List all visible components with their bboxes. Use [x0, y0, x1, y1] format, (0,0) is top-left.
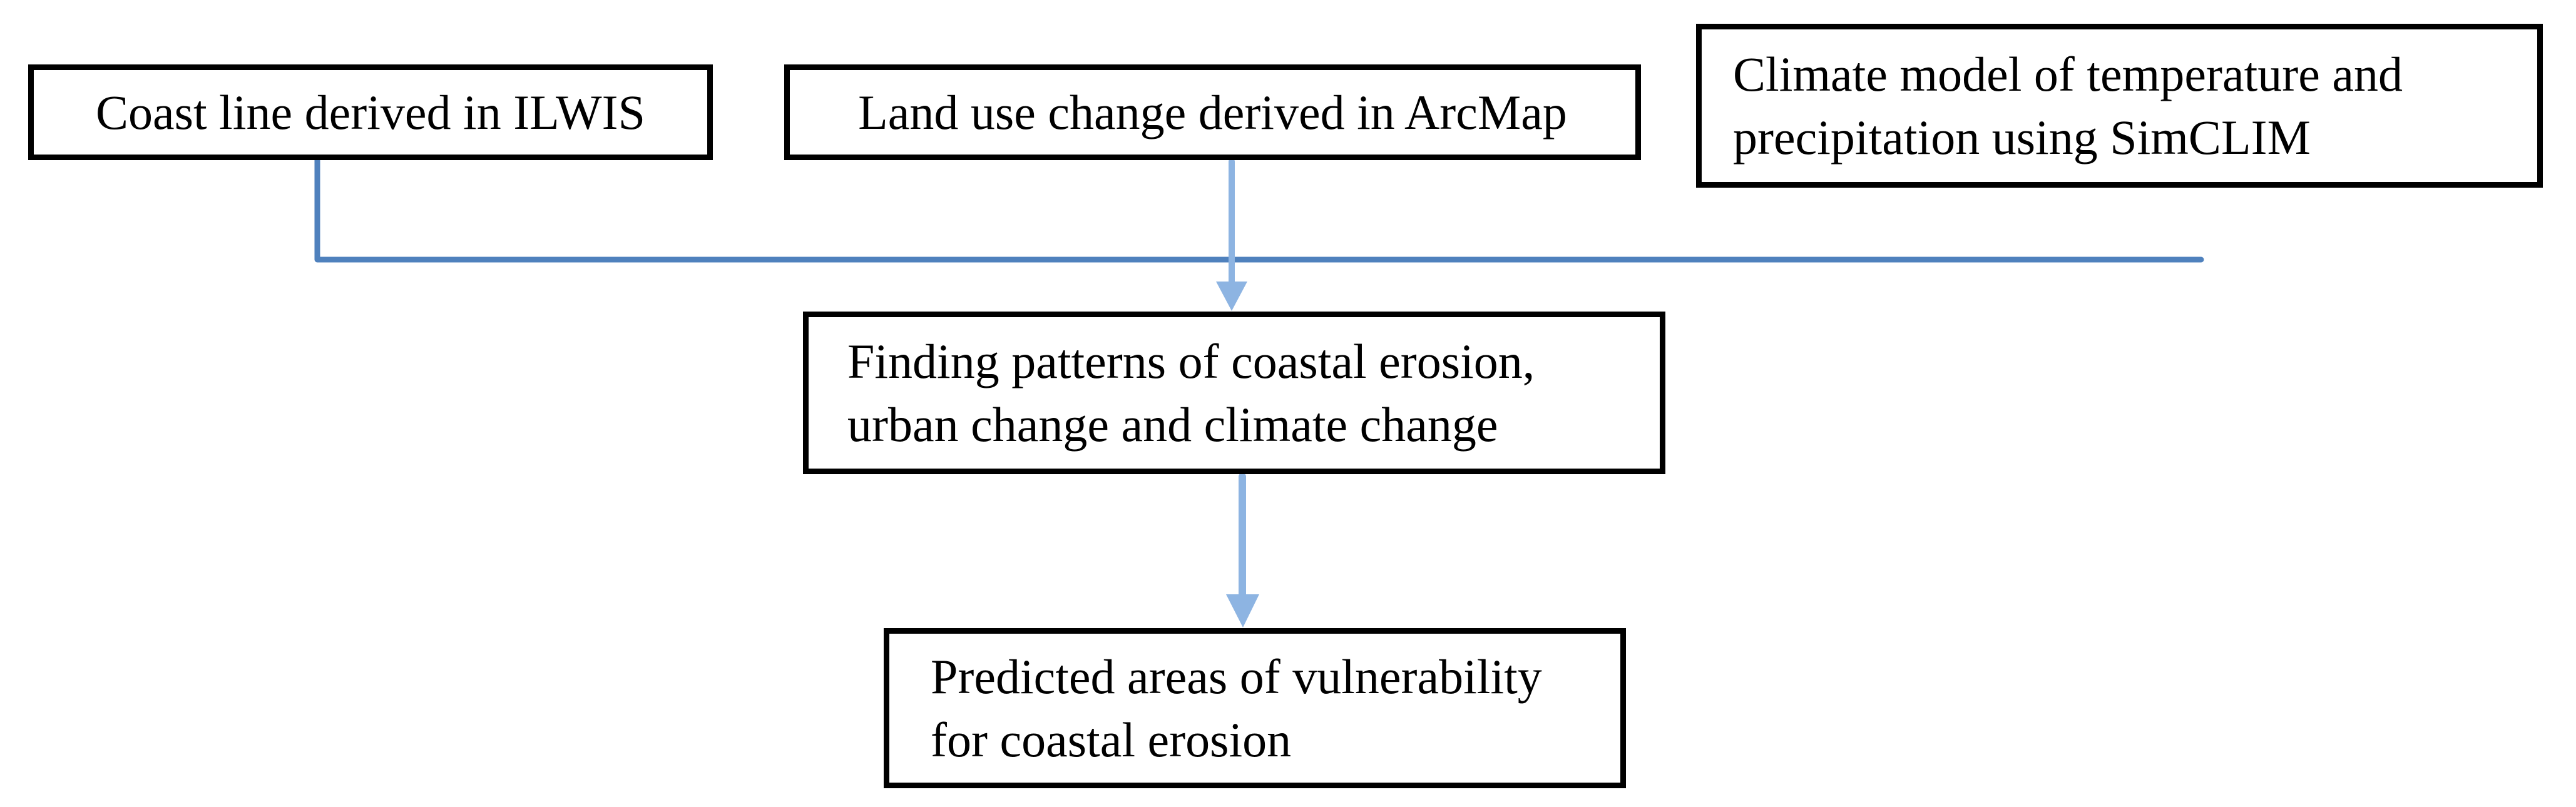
flow-node-landuse-arcmap: Land use change derived in ArcMap: [784, 64, 1641, 160]
flow-node-climate-simclim: Climate model of temperature and precipi…: [1696, 24, 2543, 188]
arrowhead-down-icon: [1226, 594, 1259, 627]
flow-node-coastline-ilwis: Coast line derived in ILWIS: [28, 64, 713, 160]
flow-node-label: Coast line derived in ILWIS: [96, 84, 645, 140]
arrow-finding-to-predicted: [1226, 473, 1259, 627]
flow-node-label: Climate model of temperature and precipi…: [1733, 46, 2403, 165]
arrowhead-down-icon: [1216, 282, 1247, 311]
flow-node-label: Finding patterns of coastal erosion, urb…: [847, 333, 1535, 452]
arrow-landuse-to-finding: [1216, 158, 1247, 311]
flow-node-label: Land use change derived in ArcMap: [858, 84, 1567, 140]
flow-node-finding-patterns: Finding patterns of coastal erosion, urb…: [803, 312, 1665, 474]
flow-node-label: Predicted areas of vulnerability for coa…: [931, 649, 1542, 767]
flow-node-predicted-vulnerability: Predicted areas of vulnerability for coa…: [884, 628, 1626, 788]
